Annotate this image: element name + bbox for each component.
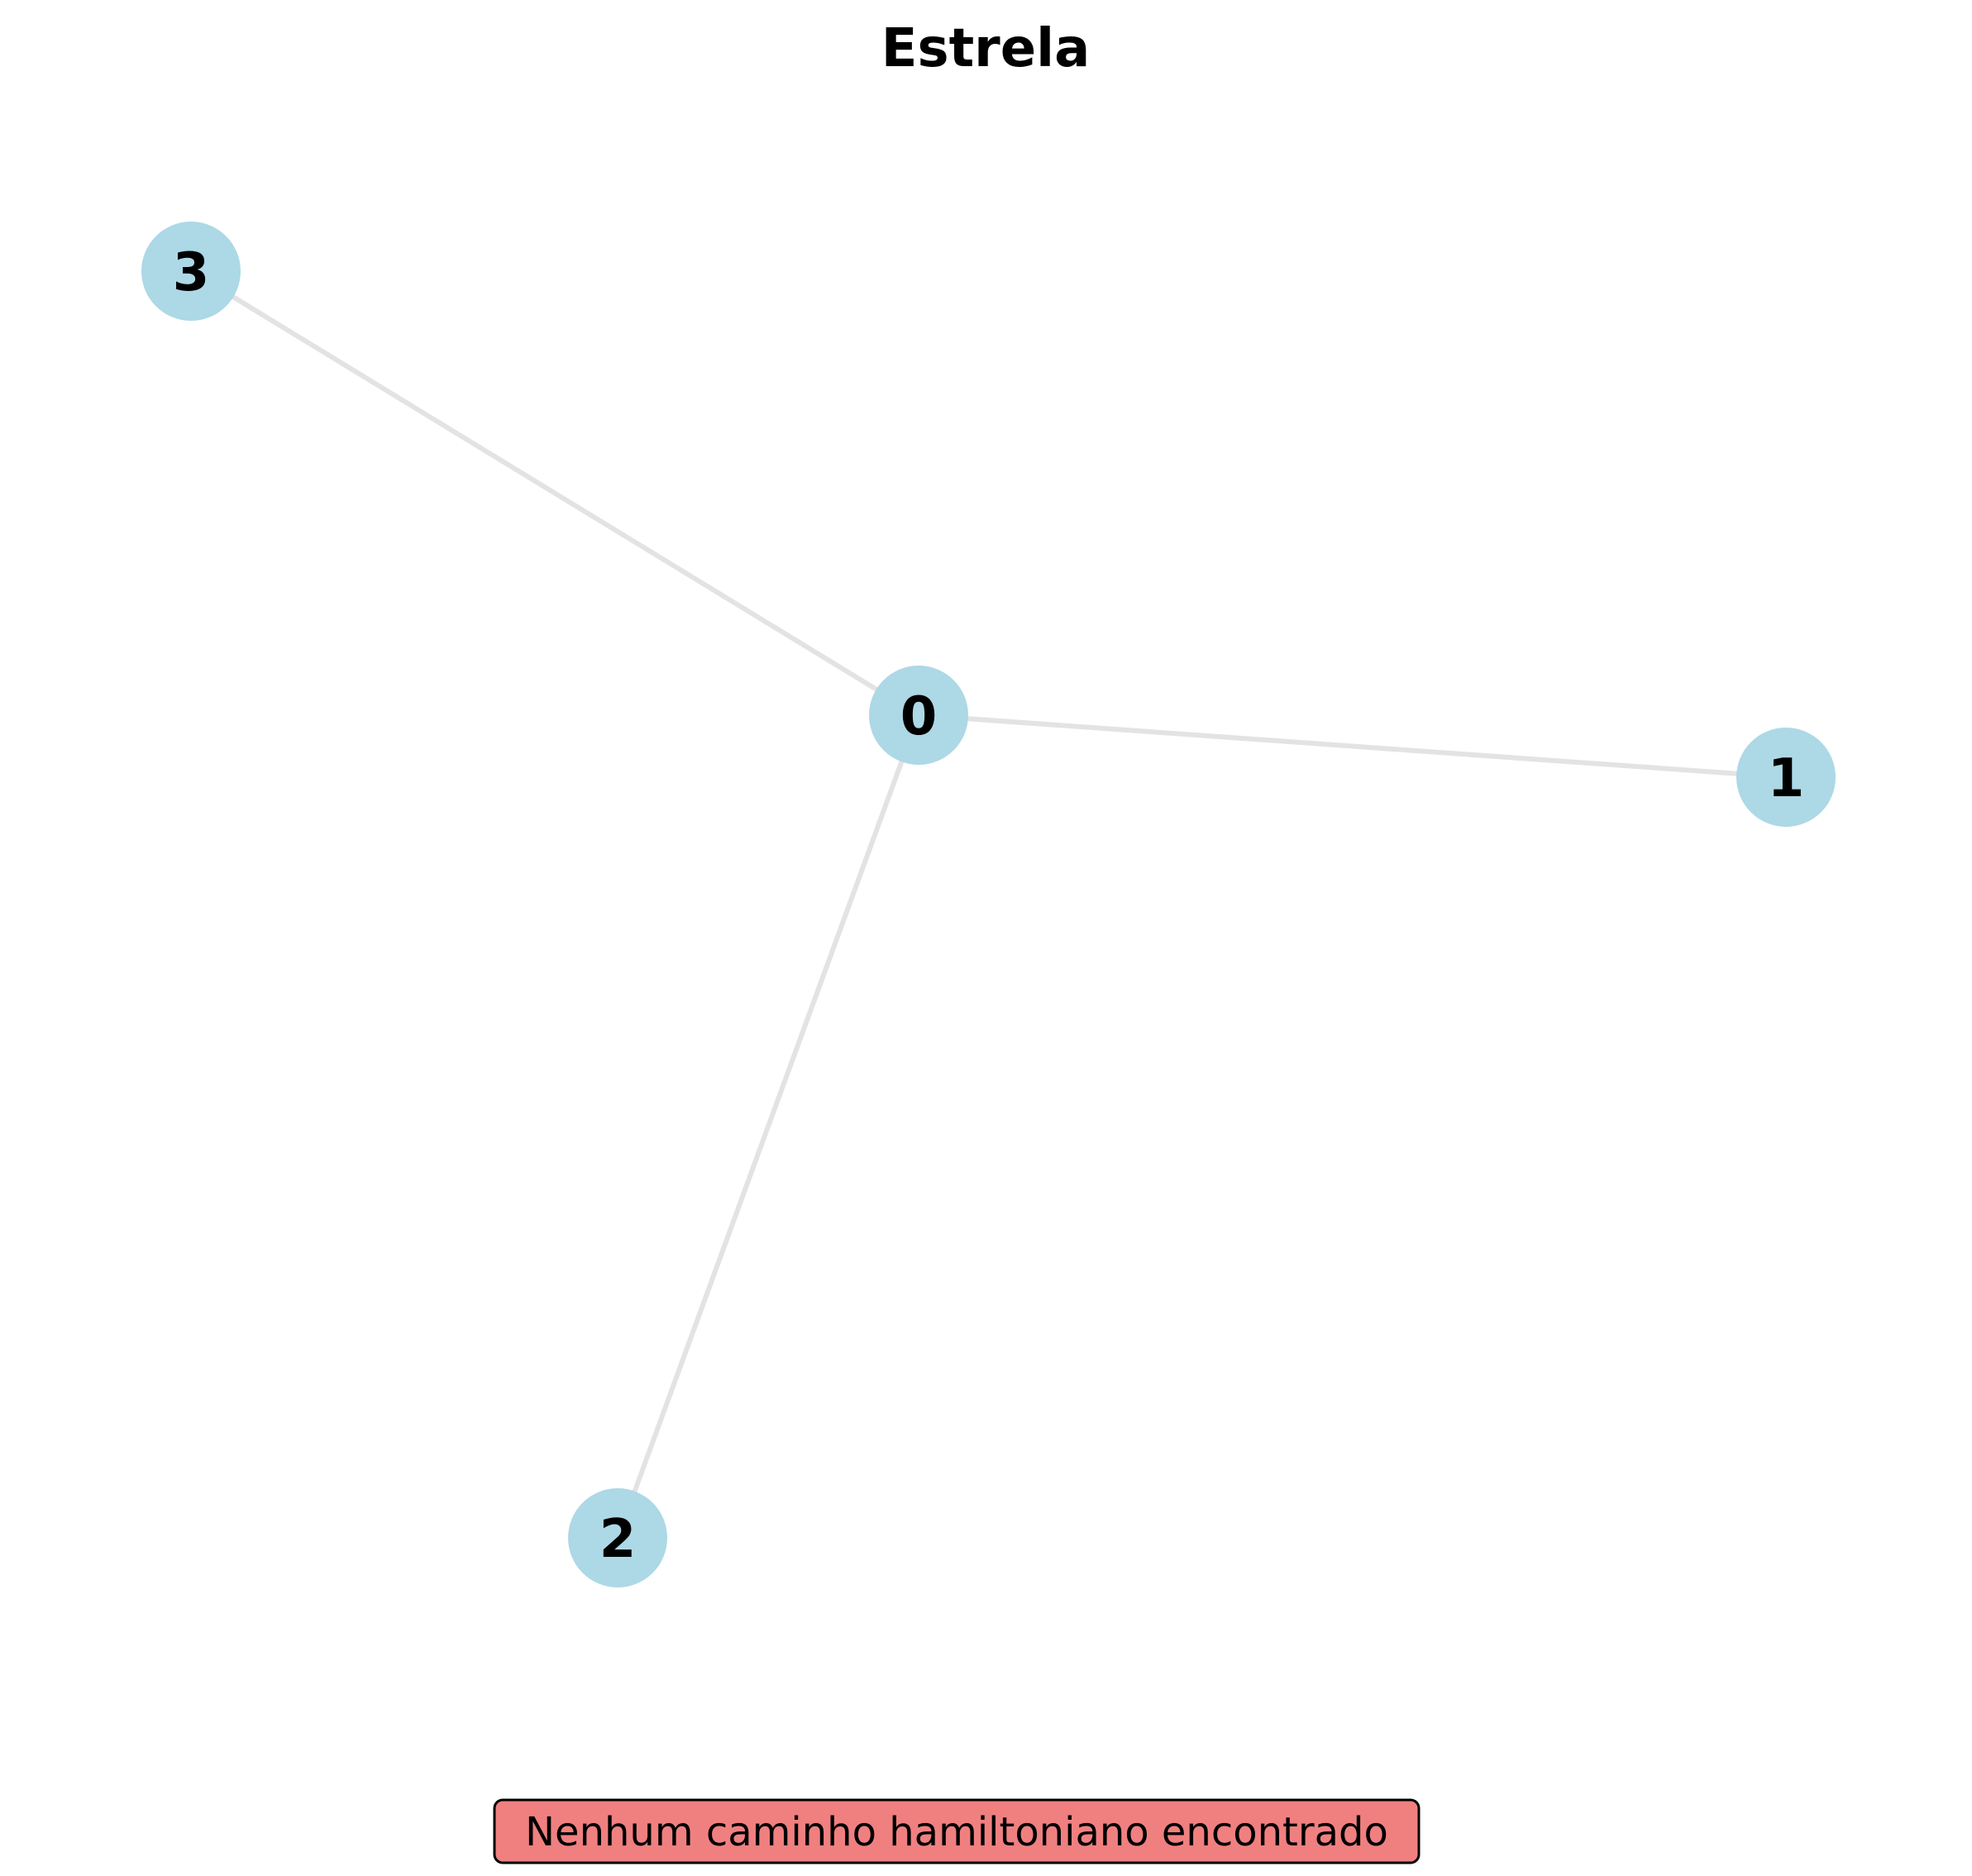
status-box: Nenhum caminho hamiltoniano encontrado — [493, 1798, 1421, 1864]
node-3-circle — [141, 222, 241, 321]
node-3: 3 — [141, 222, 241, 321]
nodes-layer: 0 1 2 3 — [141, 222, 1836, 1587]
node-0-label: 0 — [900, 686, 938, 747]
node-0-circle — [869, 666, 968, 765]
edge-0-2 — [615, 714, 921, 1539]
node-1-circle — [1736, 728, 1836, 827]
node-2: 2 — [568, 1488, 667, 1587]
node-0: 0 — [869, 666, 968, 765]
status-box-background — [493, 1798, 1421, 1864]
node-1: 1 — [1736, 728, 1836, 827]
edges-layer — [189, 269, 1787, 1539]
node-2-label: 2 — [599, 1509, 637, 1570]
node-1-label: 1 — [1768, 748, 1805, 809]
edge-0-3 — [189, 269, 920, 718]
edge-0-1 — [918, 713, 1787, 780]
status-message: Nenhum caminho hamiltoniano encontrado — [525, 1809, 1388, 1855]
graph-title: Estrela — [881, 18, 1091, 79]
node-2-circle — [568, 1488, 667, 1587]
node-3-label: 3 — [173, 242, 210, 303]
